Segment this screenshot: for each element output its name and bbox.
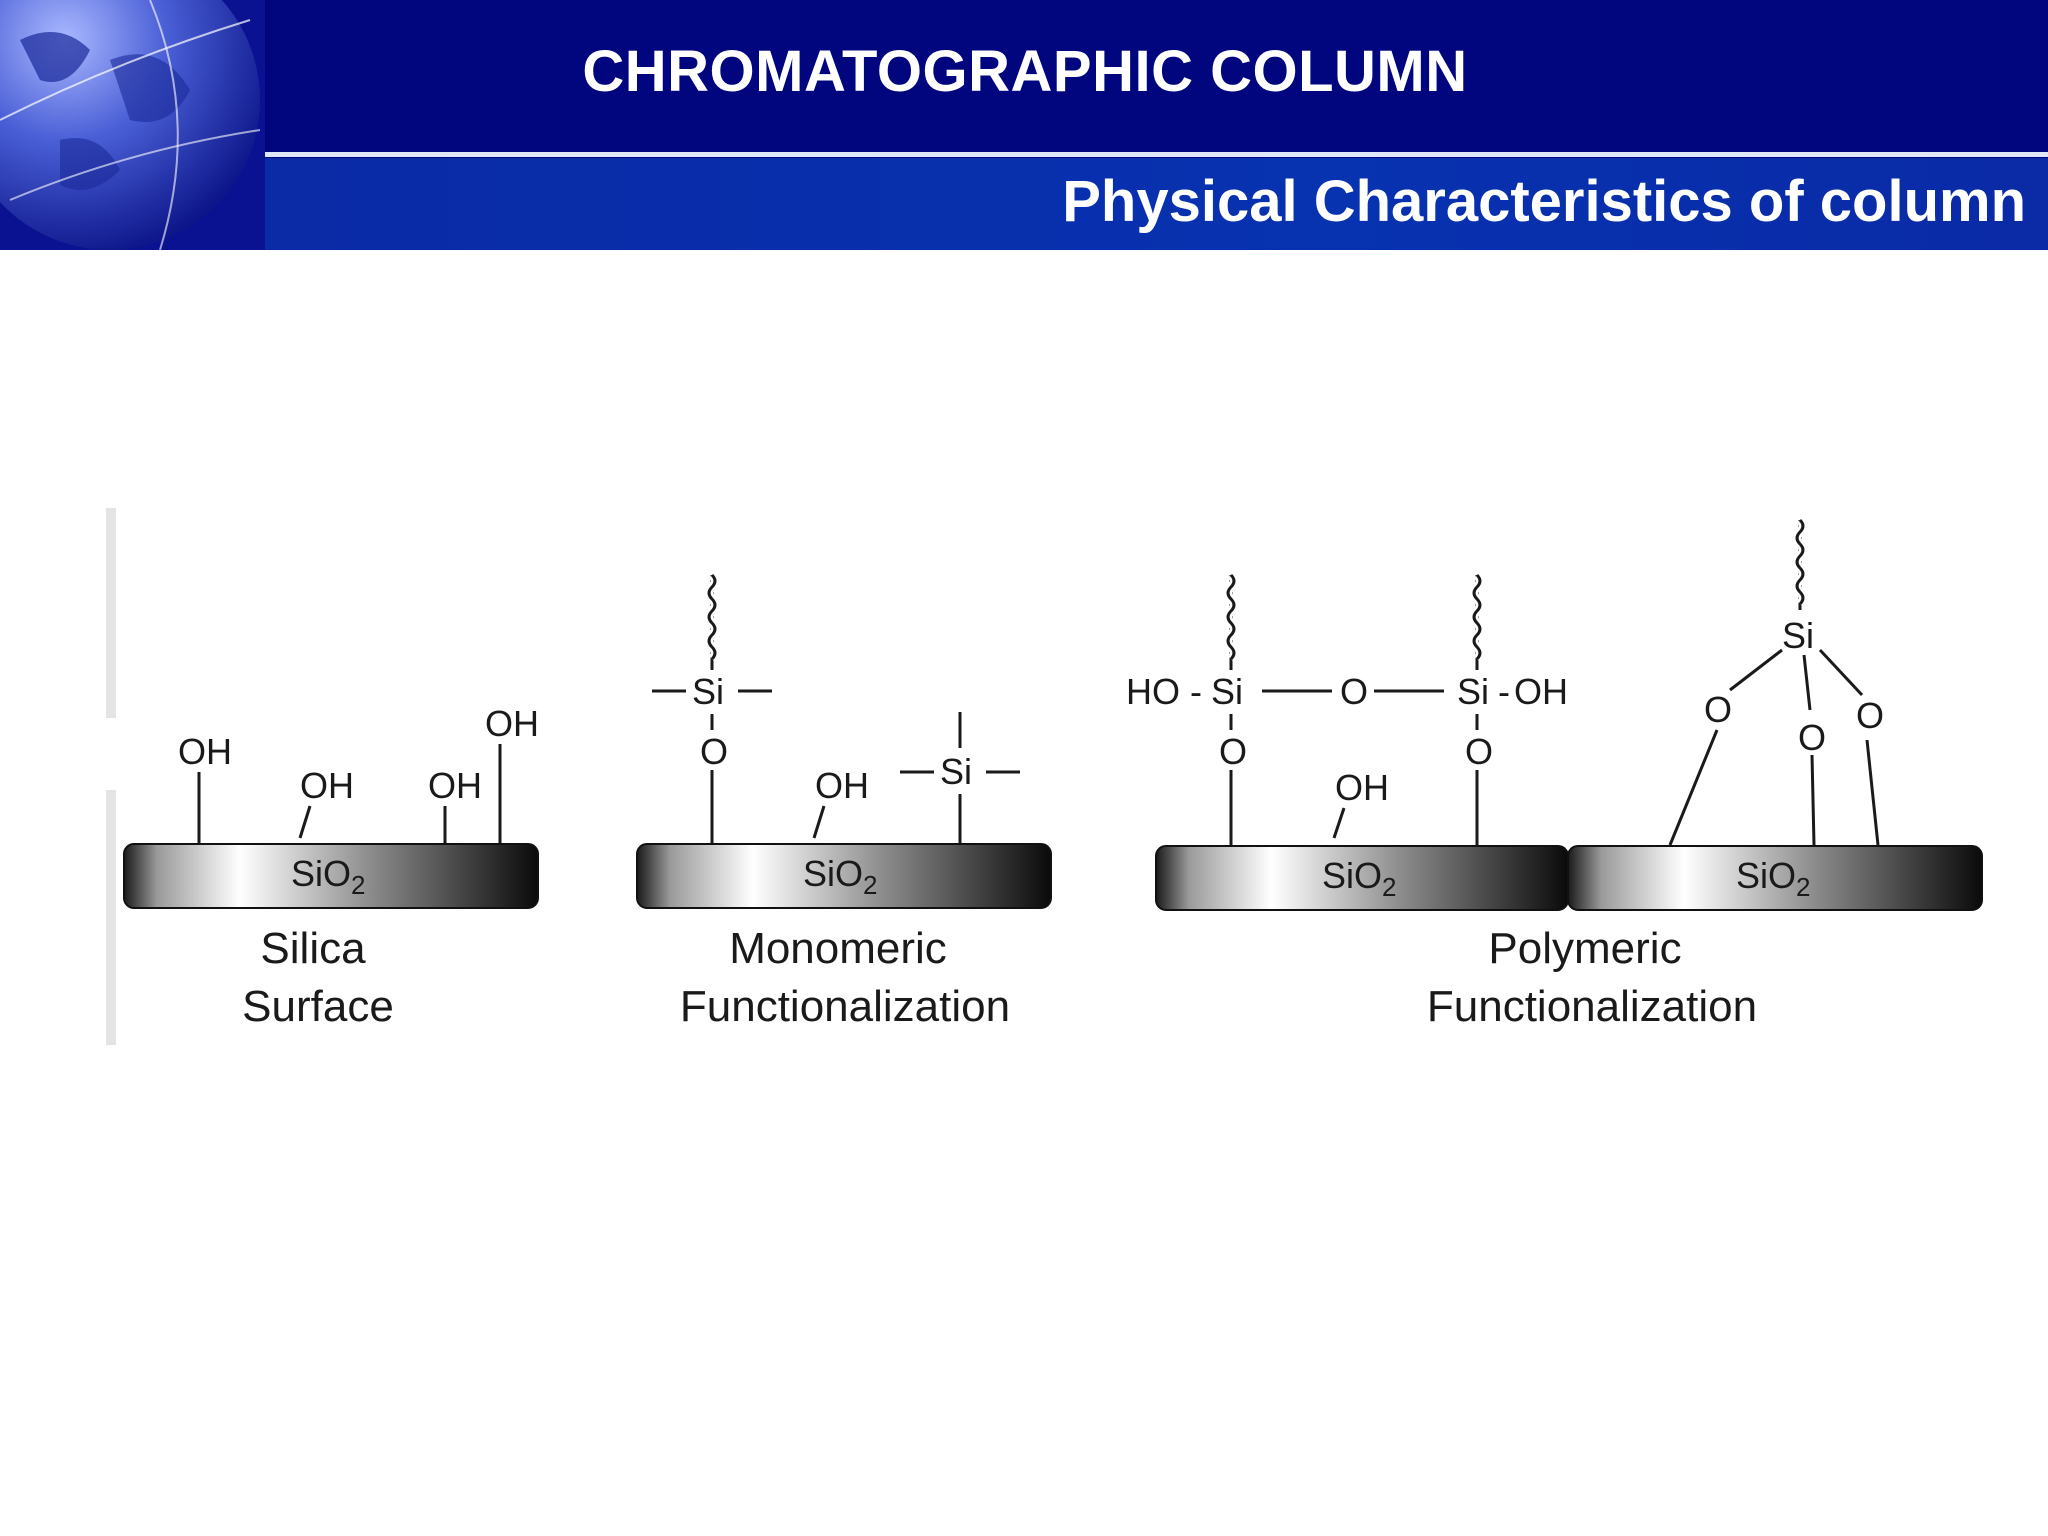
oh-label: OH bbox=[485, 703, 539, 744]
caption-polymeric: Polymeric bbox=[1488, 924, 1681, 973]
header-divider bbox=[265, 152, 2048, 157]
svg-text:-: - bbox=[1190, 671, 1202, 712]
o-label: O bbox=[1465, 731, 1493, 772]
sio2-label: SiO2 bbox=[803, 853, 877, 900]
slide-subtitle: Physical Characteristics of column bbox=[1062, 169, 2026, 234]
subtitle-band bbox=[265, 158, 2048, 250]
sio2-label: SiO2 bbox=[1736, 855, 1810, 902]
caption-polymeric-2: Functionalization bbox=[1427, 982, 1757, 1031]
si-label: Si bbox=[940, 751, 972, 792]
caption-monomeric-2: Functionalization bbox=[680, 982, 1010, 1031]
oh-label: OH bbox=[178, 731, 232, 772]
oh-label: OH bbox=[1514, 671, 1568, 712]
sio2-bar bbox=[636, 843, 1052, 909]
o-label: O bbox=[1856, 695, 1884, 736]
slide-title: CHROMATOGRAPHIC COLUMN bbox=[582, 39, 1468, 104]
sio2-bar bbox=[1567, 845, 1983, 911]
sio2-bar bbox=[123, 843, 539, 909]
silica-functionalization-diagram: OH OH OH OH SiO2 Si O OH Si SiO2 HO - Si… bbox=[106, 508, 1983, 1045]
si-label: Si bbox=[1457, 671, 1489, 712]
alkyl-chains bbox=[705, 517, 1807, 662]
o-label: O bbox=[1798, 717, 1826, 758]
o-label: O bbox=[1340, 671, 1368, 712]
sio2-label: SiO2 bbox=[291, 853, 365, 900]
caption-monomeric: Monomeric bbox=[729, 924, 947, 973]
slide-header: CHROMATOGRAPHIC COLUMN Physical Characte… bbox=[0, 0, 2048, 250]
o-label: O bbox=[1704, 689, 1732, 730]
svg-text:-: - bbox=[1498, 671, 1510, 712]
si-label: Si bbox=[1782, 615, 1814, 656]
globe-icon bbox=[0, 0, 265, 250]
oh-label: OH bbox=[815, 765, 869, 806]
o-label: O bbox=[700, 731, 728, 772]
caption-silica-2: Surface bbox=[242, 982, 394, 1031]
oh-label: OH bbox=[1335, 767, 1389, 808]
ho-label: HO bbox=[1126, 671, 1180, 712]
oh-label: OH bbox=[428, 765, 482, 806]
o-label: O bbox=[1219, 731, 1247, 772]
sio2-label: SiO2 bbox=[1322, 855, 1396, 902]
si-label: Si bbox=[1211, 671, 1243, 712]
oh-label: OH bbox=[300, 765, 354, 806]
edge-line bbox=[106, 790, 116, 1045]
edge-line bbox=[106, 508, 116, 718]
si-label: Si bbox=[692, 671, 724, 712]
caption-silica: Silica bbox=[260, 924, 366, 973]
